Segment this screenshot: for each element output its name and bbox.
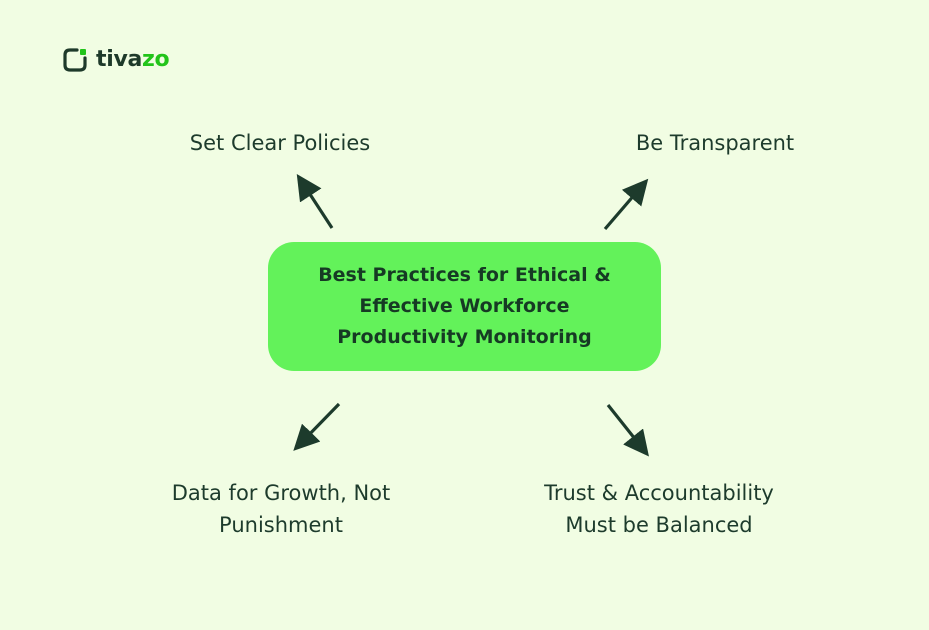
tivazo-logo-icon xyxy=(63,48,87,72)
central-topic-box: Best Practices for Ethical & Effective W… xyxy=(268,242,661,371)
branch-be-transparent: Be Transparent xyxy=(635,131,795,155)
central-topic-title: Best Practices for Ethical & Effective W… xyxy=(318,264,611,348)
branch-data-for-growth: Data for Growth, Not Punishment xyxy=(171,481,391,537)
brand-logo: tivazo xyxy=(62,45,170,75)
branch-trust-accountability: Trust & Accountability Must be Balanced xyxy=(544,481,774,537)
arrow-bottom-right xyxy=(606,404,649,457)
branch-set-clear-policies: Set Clear Policies xyxy=(189,131,371,155)
brand-name: tivazo xyxy=(96,47,170,72)
arrow-top-right xyxy=(603,178,649,231)
arrow-top-left xyxy=(296,173,334,229)
arrow-bottom-left xyxy=(293,402,341,451)
